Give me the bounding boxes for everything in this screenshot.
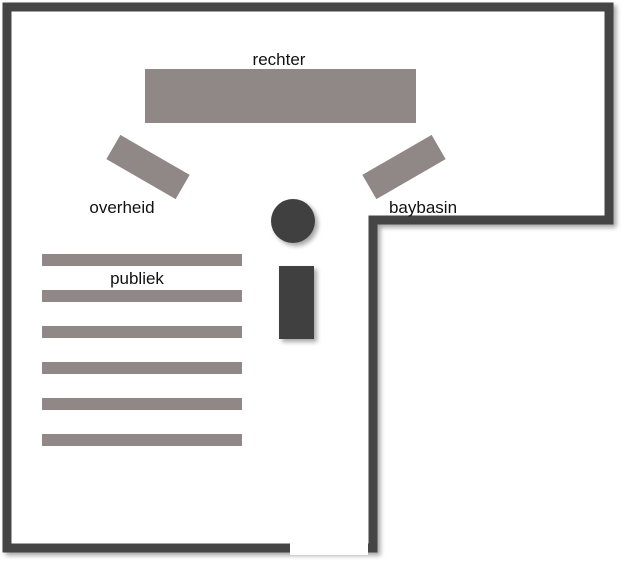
audience-bench xyxy=(42,398,242,410)
entrance-opening xyxy=(290,541,368,555)
government-table xyxy=(106,134,190,200)
person-body xyxy=(279,266,314,339)
audience-label: publiek xyxy=(110,269,164,288)
judge-label: rechter xyxy=(253,50,306,69)
person-head xyxy=(271,199,315,243)
audience-bench xyxy=(42,326,242,338)
audience-bench xyxy=(42,434,242,446)
audience-bench xyxy=(42,362,242,374)
judge-bench xyxy=(145,69,416,123)
audience-bench xyxy=(42,254,242,266)
audience-bench xyxy=(42,290,242,302)
government-label: overheid xyxy=(89,198,154,217)
defense-table xyxy=(362,134,446,200)
audience-benches xyxy=(42,254,242,446)
defense-label: baybasin xyxy=(389,198,457,217)
